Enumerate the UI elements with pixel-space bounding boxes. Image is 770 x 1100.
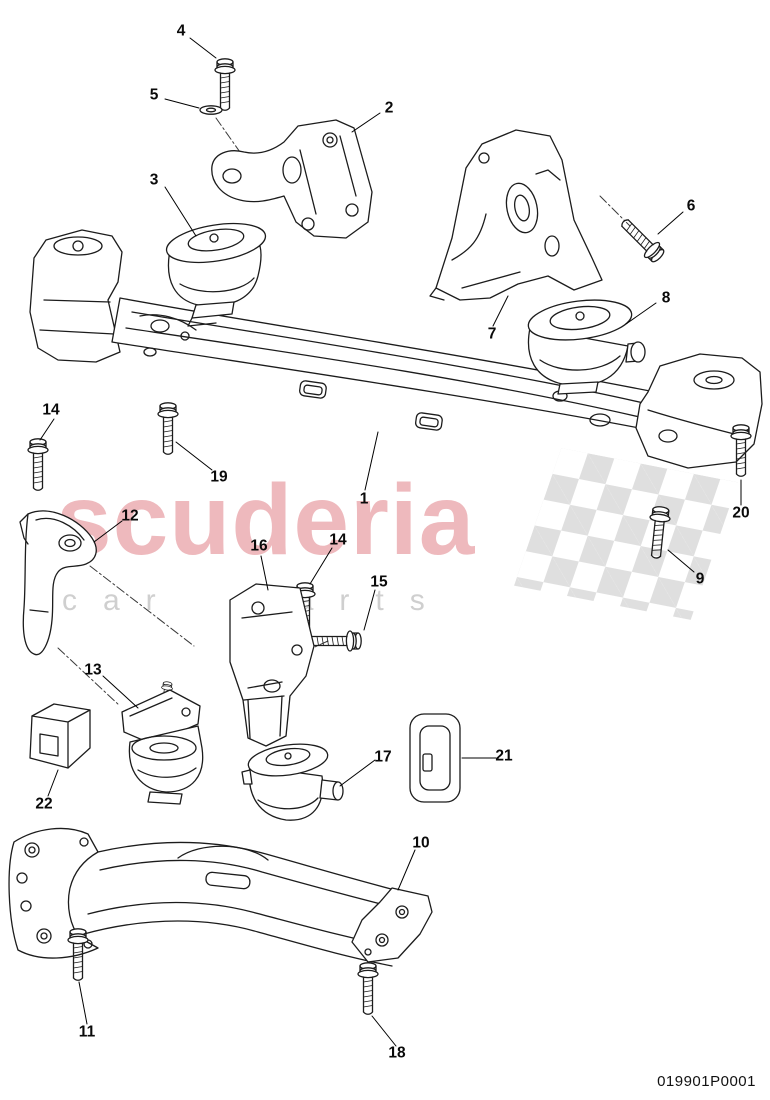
washer-part-5 [199,105,223,115]
bolt-part-6 [615,213,668,266]
bolt-part-19 [157,402,179,455]
mount-bracket-part-16 [229,583,315,747]
cover-part-21 [409,713,461,803]
watermark-title: scuderia [56,464,476,576]
leader-lines [39,37,742,1047]
bolt-part-14-left [27,438,49,491]
engine-mount-part-8 [527,299,646,395]
bolt-part-15 [309,630,362,652]
engine-mount-part-13 [121,680,204,805]
engine-bracket-part-7 [429,129,603,301]
bolt-part-4 [214,58,236,111]
cover-part-22 [29,703,91,769]
crossmember-part-10 [8,827,433,967]
support-bracket-part-12 [19,510,97,656]
engine-bracket-part-2 [211,119,373,239]
engine-mount-part-3 [165,222,267,327]
bolt-part-18 [357,962,379,1015]
engine-mount-part-17 [241,743,344,821]
bolt-part-9 [645,505,672,560]
subframe-part [29,229,763,469]
